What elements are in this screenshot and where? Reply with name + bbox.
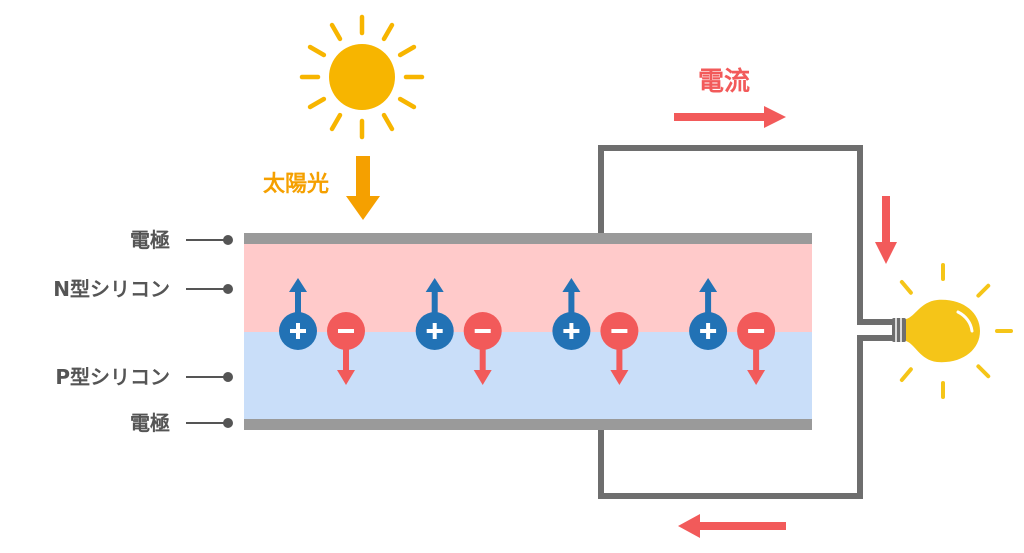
top-electrode bbox=[244, 233, 812, 244]
sun-icon bbox=[299, 14, 425, 140]
p-type-silicon-layer bbox=[244, 332, 812, 422]
current-arrow-top bbox=[674, 106, 786, 128]
carrier-pairs: +−+−+−+− bbox=[279, 278, 776, 385]
carrier-pair: +− bbox=[552, 278, 639, 385]
circuit-wire bbox=[598, 145, 893, 499]
carrier-pair: +− bbox=[279, 278, 365, 385]
hole-carrier: + bbox=[689, 278, 728, 350]
current-arrow-bottom bbox=[678, 514, 786, 538]
light-bulb-icon bbox=[892, 263, 1013, 399]
sunlight-label: 太陽光 bbox=[263, 172, 329, 197]
electrode-top-label: 電極 bbox=[130, 228, 170, 252]
hole-carrier: + bbox=[279, 278, 317, 350]
electron-carrier: − bbox=[737, 312, 776, 385]
electron-carrier: − bbox=[463, 312, 502, 385]
current-label: 電流 bbox=[698, 67, 750, 97]
label-electrode-bottom: 電極 bbox=[130, 411, 233, 435]
sunlight-arrow bbox=[346, 156, 380, 220]
electron-carrier: − bbox=[327, 312, 365, 385]
n-silicon-label: N型シリコン bbox=[53, 277, 170, 301]
hole-carrier: + bbox=[415, 278, 454, 350]
p-silicon-label: P型シリコン bbox=[55, 365, 170, 389]
hole-carrier: + bbox=[552, 278, 591, 350]
label-p-silicon: P型シリコン bbox=[55, 365, 233, 389]
label-electrode-top: 電極 bbox=[130, 228, 233, 252]
carrier-pair: +− bbox=[415, 278, 502, 385]
bottom-electrode bbox=[244, 419, 812, 430]
electron-carrier: − bbox=[600, 312, 639, 385]
label-n-silicon: N型シリコン bbox=[53, 277, 233, 301]
electrode-bottom-label: 電極 bbox=[130, 411, 170, 435]
n-type-silicon-layer bbox=[244, 242, 812, 332]
current-arrow-right bbox=[875, 196, 897, 264]
carrier-pair: +− bbox=[689, 278, 776, 385]
